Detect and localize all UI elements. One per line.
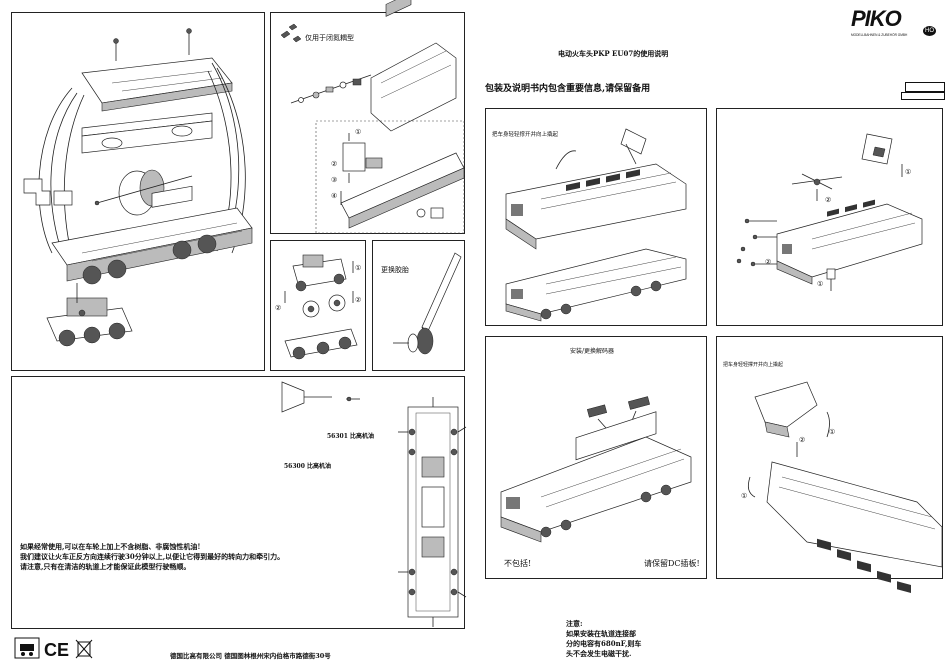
certification-marks: CE [14,636,94,662]
article-number-box [905,82,945,92]
page-title: 电动火车头PKP EU07的使用说明 [558,49,669,58]
roof-parts-panel: ① ② ② ① [716,108,943,326]
service-notes: 如果经常使用,可以在车轮上加上不含树脂、非腐蚀性机油! 我们建议让火车正反方向连… [20,543,284,570]
exploded-drive-illustration [23,28,253,347]
marker-two: ② [331,160,338,168]
tire-change-illustration [393,252,462,355]
notice-block: 注意: 如果安装在轨道连接部 分的电容有680nF,则车 头不会发生电磁干扰. [566,620,641,657]
marker-two-left: ② [275,304,282,312]
marker-one: ① [355,128,362,136]
piko-ho-badge: HO [923,26,936,36]
marker-three: ③ [331,176,338,184]
tire-change-panel: 更换胶胎 [372,240,465,371]
body-lift-illustration [747,381,943,593]
svg-text:CE: CE [44,640,69,660]
decoder-illustration [500,396,692,543]
roof-parts-illustration [736,133,923,291]
body-lift-panel: 把车身轻轻撑开并向上撬起 ① ② ① [716,336,943,593]
roof-marker-one-a: ① [905,168,912,176]
decoder-panel: 安装/更换解码器 不包括! 请保留DC插板! [485,336,707,579]
not-included-note: 不包括! [504,559,532,568]
wheelset-panel: ② ② ① [270,240,366,371]
piko-logo-text: PIKO [851,6,902,31]
body-lift-label: 把车身轻轻撑开并向上撬起 [723,362,784,368]
marker-two-right: ② [355,296,362,304]
service-note-2: 我们建议让火车正反方向连续行驶30分钟以上,以便让它得到最好的转向力和牵引力。 [20,552,285,561]
tire-change-label: 更换胶胎 [381,266,409,274]
service-note-3: 请注意,只有在清洁的轨道上才能保证此模型行驶畅顺。 [20,562,191,571]
notice-line-1: 如果安装在轨道连接部 [566,629,636,638]
oil-bottle-illustration [281,381,467,627]
decoder-label: 安装/更换解码器 [570,348,615,355]
body-removal-panel: 把车身轻轻撑开并向上撬起 [485,108,707,326]
marker-four: ④ [331,192,338,200]
notice-heading: 注意: [566,619,583,628]
notice-line-2: 分的电容有680nF,则车 [566,639,642,648]
lift-marker-one-b: ① [741,492,748,500]
exploded-drive-panel [11,12,265,371]
roof-marker-two-a: ② [825,196,832,204]
lift-marker-one-a: ① [829,428,836,436]
footer-company: 德国比高有限公司 德国图林根州宋内伯格市路德街30号 [170,652,331,660]
roof-marker-one-b: ① [817,280,824,288]
body-removal-illustration [505,128,687,322]
piko-logo: PIKO HO MODELLBAHNEN & ZUBEHÖR GMBH [851,6,936,37]
oil-part-2: 56300 比高机油 [284,463,331,470]
service-note-1: 如果经常使用,可以在车轮上加上不含树脂、非腐蚀性机油! [20,542,201,551]
coupler-panel: 仅用于闭氮耦型 ① ② ③ ④ [270,0,465,234]
notice-line-3: 头不会发生电磁干扰. [566,649,632,658]
keep-dc-plug-note: 请保留DC插板! [644,559,700,568]
piko-tagline: MODELLBAHNEN & ZUBEHÖR GMBH [851,33,908,37]
coupler-illustration [280,0,465,234]
coupler-label: 仅用于闭氮耦型 [305,34,354,42]
oil-part-1: 56301 比高机油 [327,433,374,440]
service-panel: 56301 比高机油 56300 比高机油 如果经常使用,可以在车轮上加上不含树… [11,376,467,629]
wheelset-illustration [284,254,358,360]
lift-marker-two: ② [799,436,806,444]
article-bar [901,92,945,100]
roof-marker-two-b: ② [765,258,772,266]
marker-one-wheel: ① [355,264,362,272]
body-removal-label: 把车身轻轻撑开并向上撬起 [492,132,559,138]
train-warning-icon: CE [14,637,93,660]
page-subtitle: 包装及说明书内包含重要信息,请保留备用 [485,84,651,94]
